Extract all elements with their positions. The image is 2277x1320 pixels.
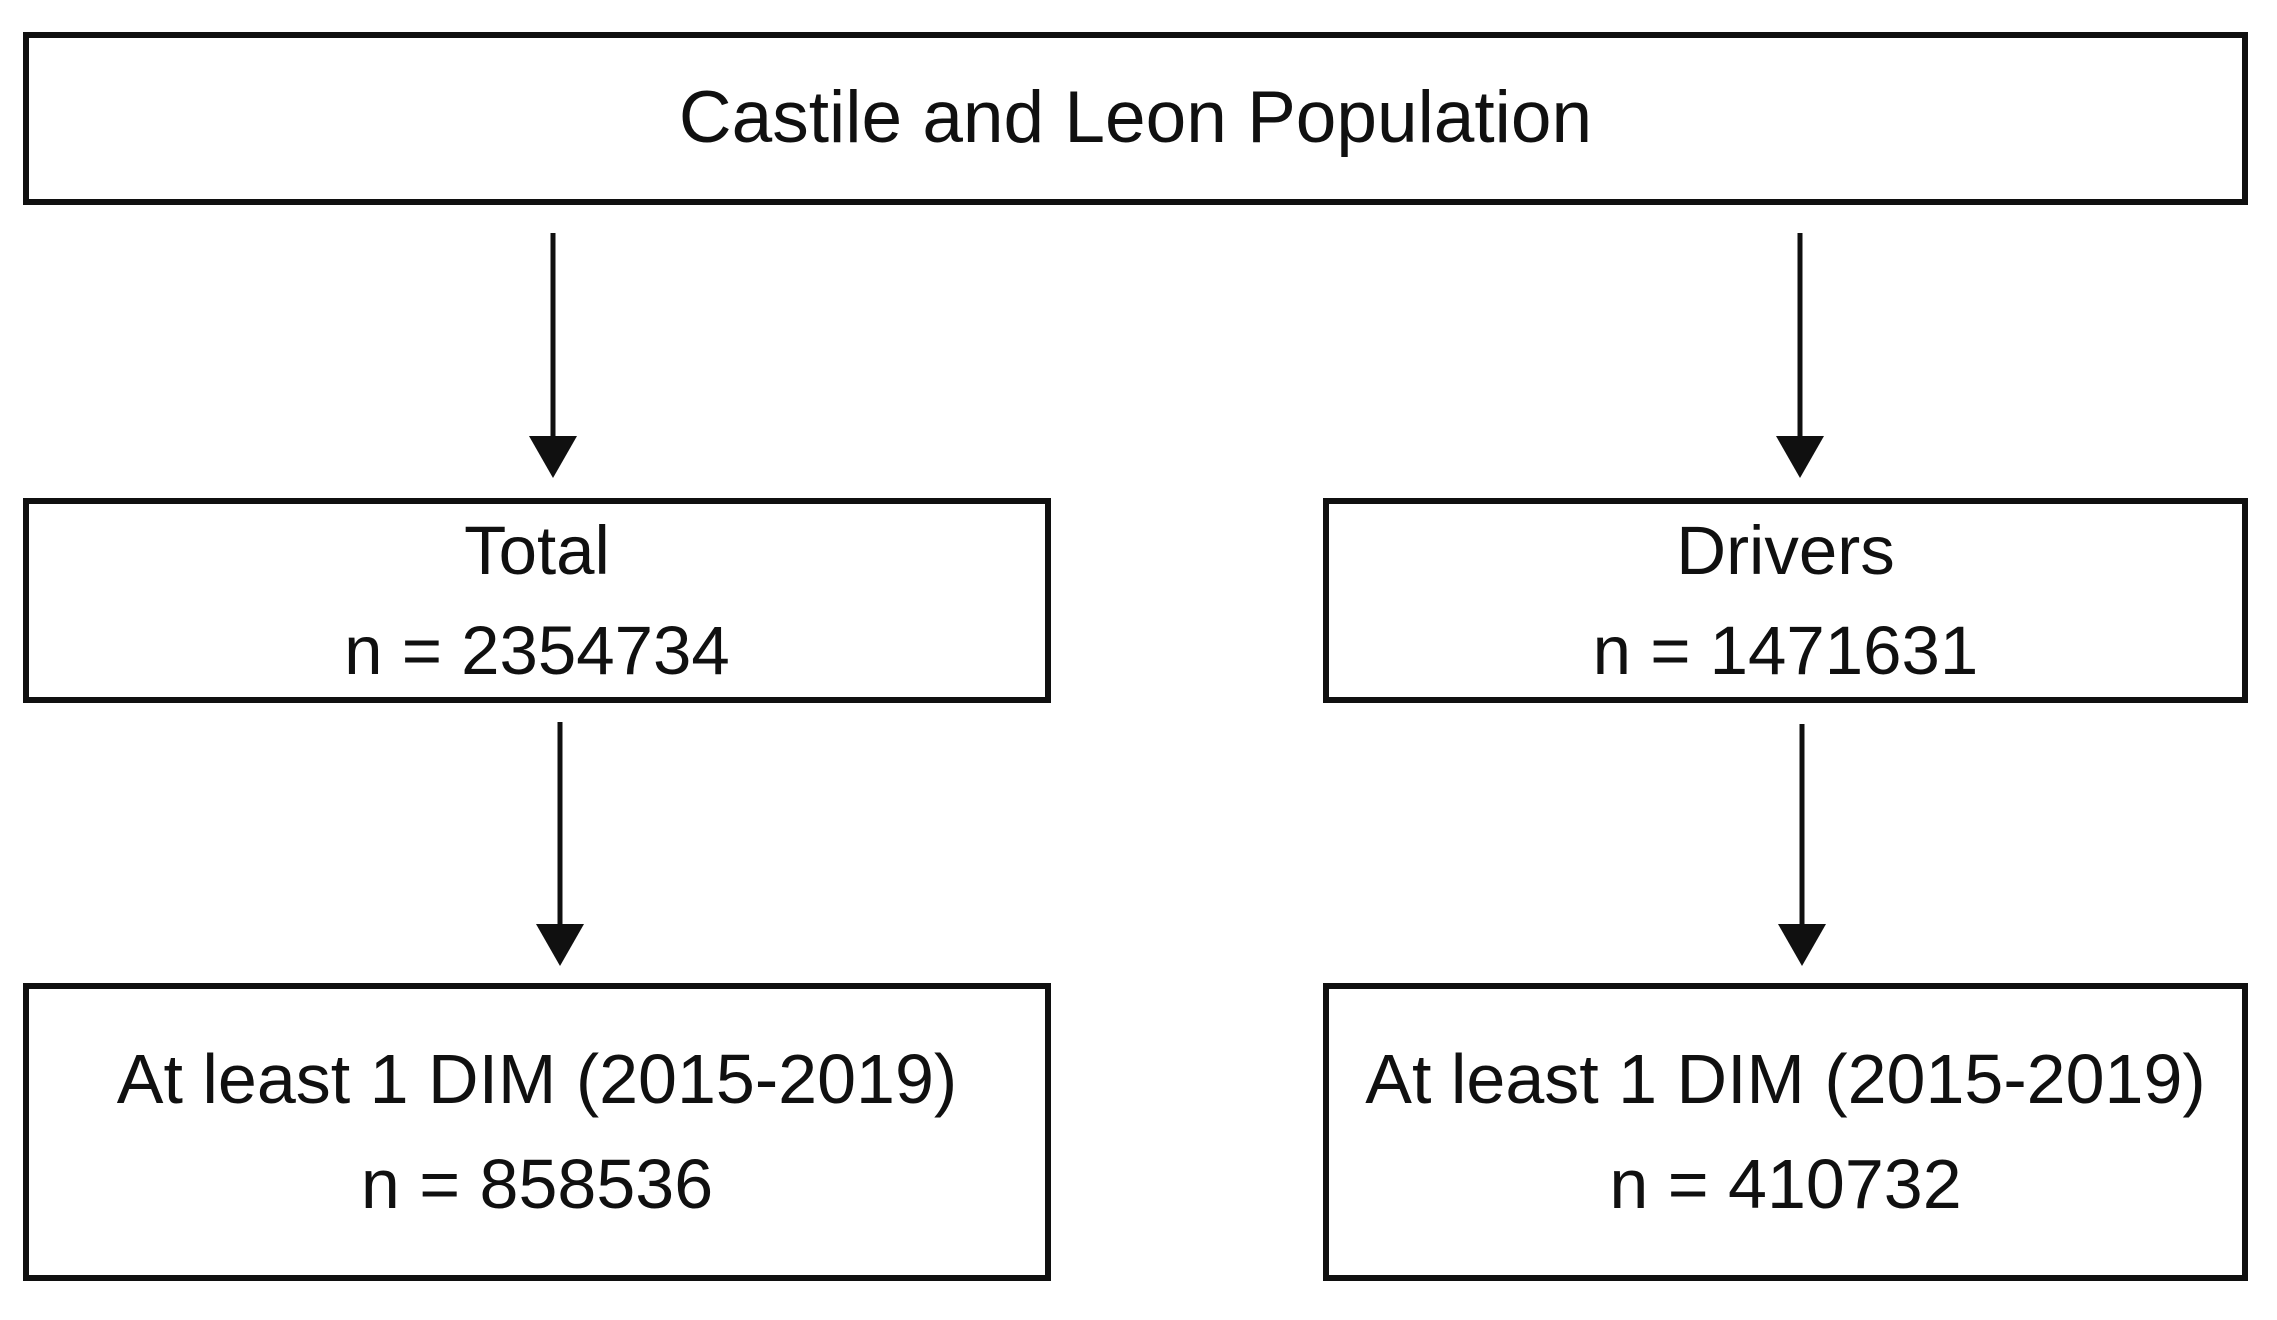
arrowhead-down-icon xyxy=(529,436,577,478)
node-drivers-dim: At least 1 DIM (2015-2019) n = 410732 xyxy=(1323,983,2248,1281)
arrowhead-down-icon xyxy=(1778,924,1826,966)
arrow-total-to-total-dim xyxy=(536,722,584,966)
arrowhead-down-icon xyxy=(1776,436,1824,478)
node-population: Castile and Leon Population xyxy=(23,32,2248,205)
node-total: Total n = 2354734 xyxy=(23,498,1051,703)
node-drivers-count: n = 1471631 xyxy=(1592,611,1979,689)
node-population-title: Castile and Leon Population xyxy=(678,77,1593,159)
arrowhead-down-icon xyxy=(536,924,584,966)
node-total-dim: At least 1 DIM (2015-2019) n = 858536 xyxy=(23,983,1051,1281)
node-total-dim-label: At least 1 DIM (2015-2019) xyxy=(116,1040,958,1118)
arrow-population-to-total xyxy=(529,233,577,478)
node-total-dim-count: n = 858536 xyxy=(360,1145,714,1223)
arrow-population-to-drivers xyxy=(1776,233,1824,478)
node-total-label: Total xyxy=(464,512,610,590)
node-drivers-label: Drivers xyxy=(1676,512,1895,590)
node-total-count: n = 2354734 xyxy=(344,611,730,689)
node-drivers-dim-label: At least 1 DIM (2015-2019) xyxy=(1365,1040,2206,1118)
node-drivers: Drivers n = 1471631 xyxy=(1323,498,2248,703)
arrow-drivers-to-drivers-dim xyxy=(1778,724,1826,966)
node-drivers-dim-count: n = 410732 xyxy=(1609,1145,1962,1223)
